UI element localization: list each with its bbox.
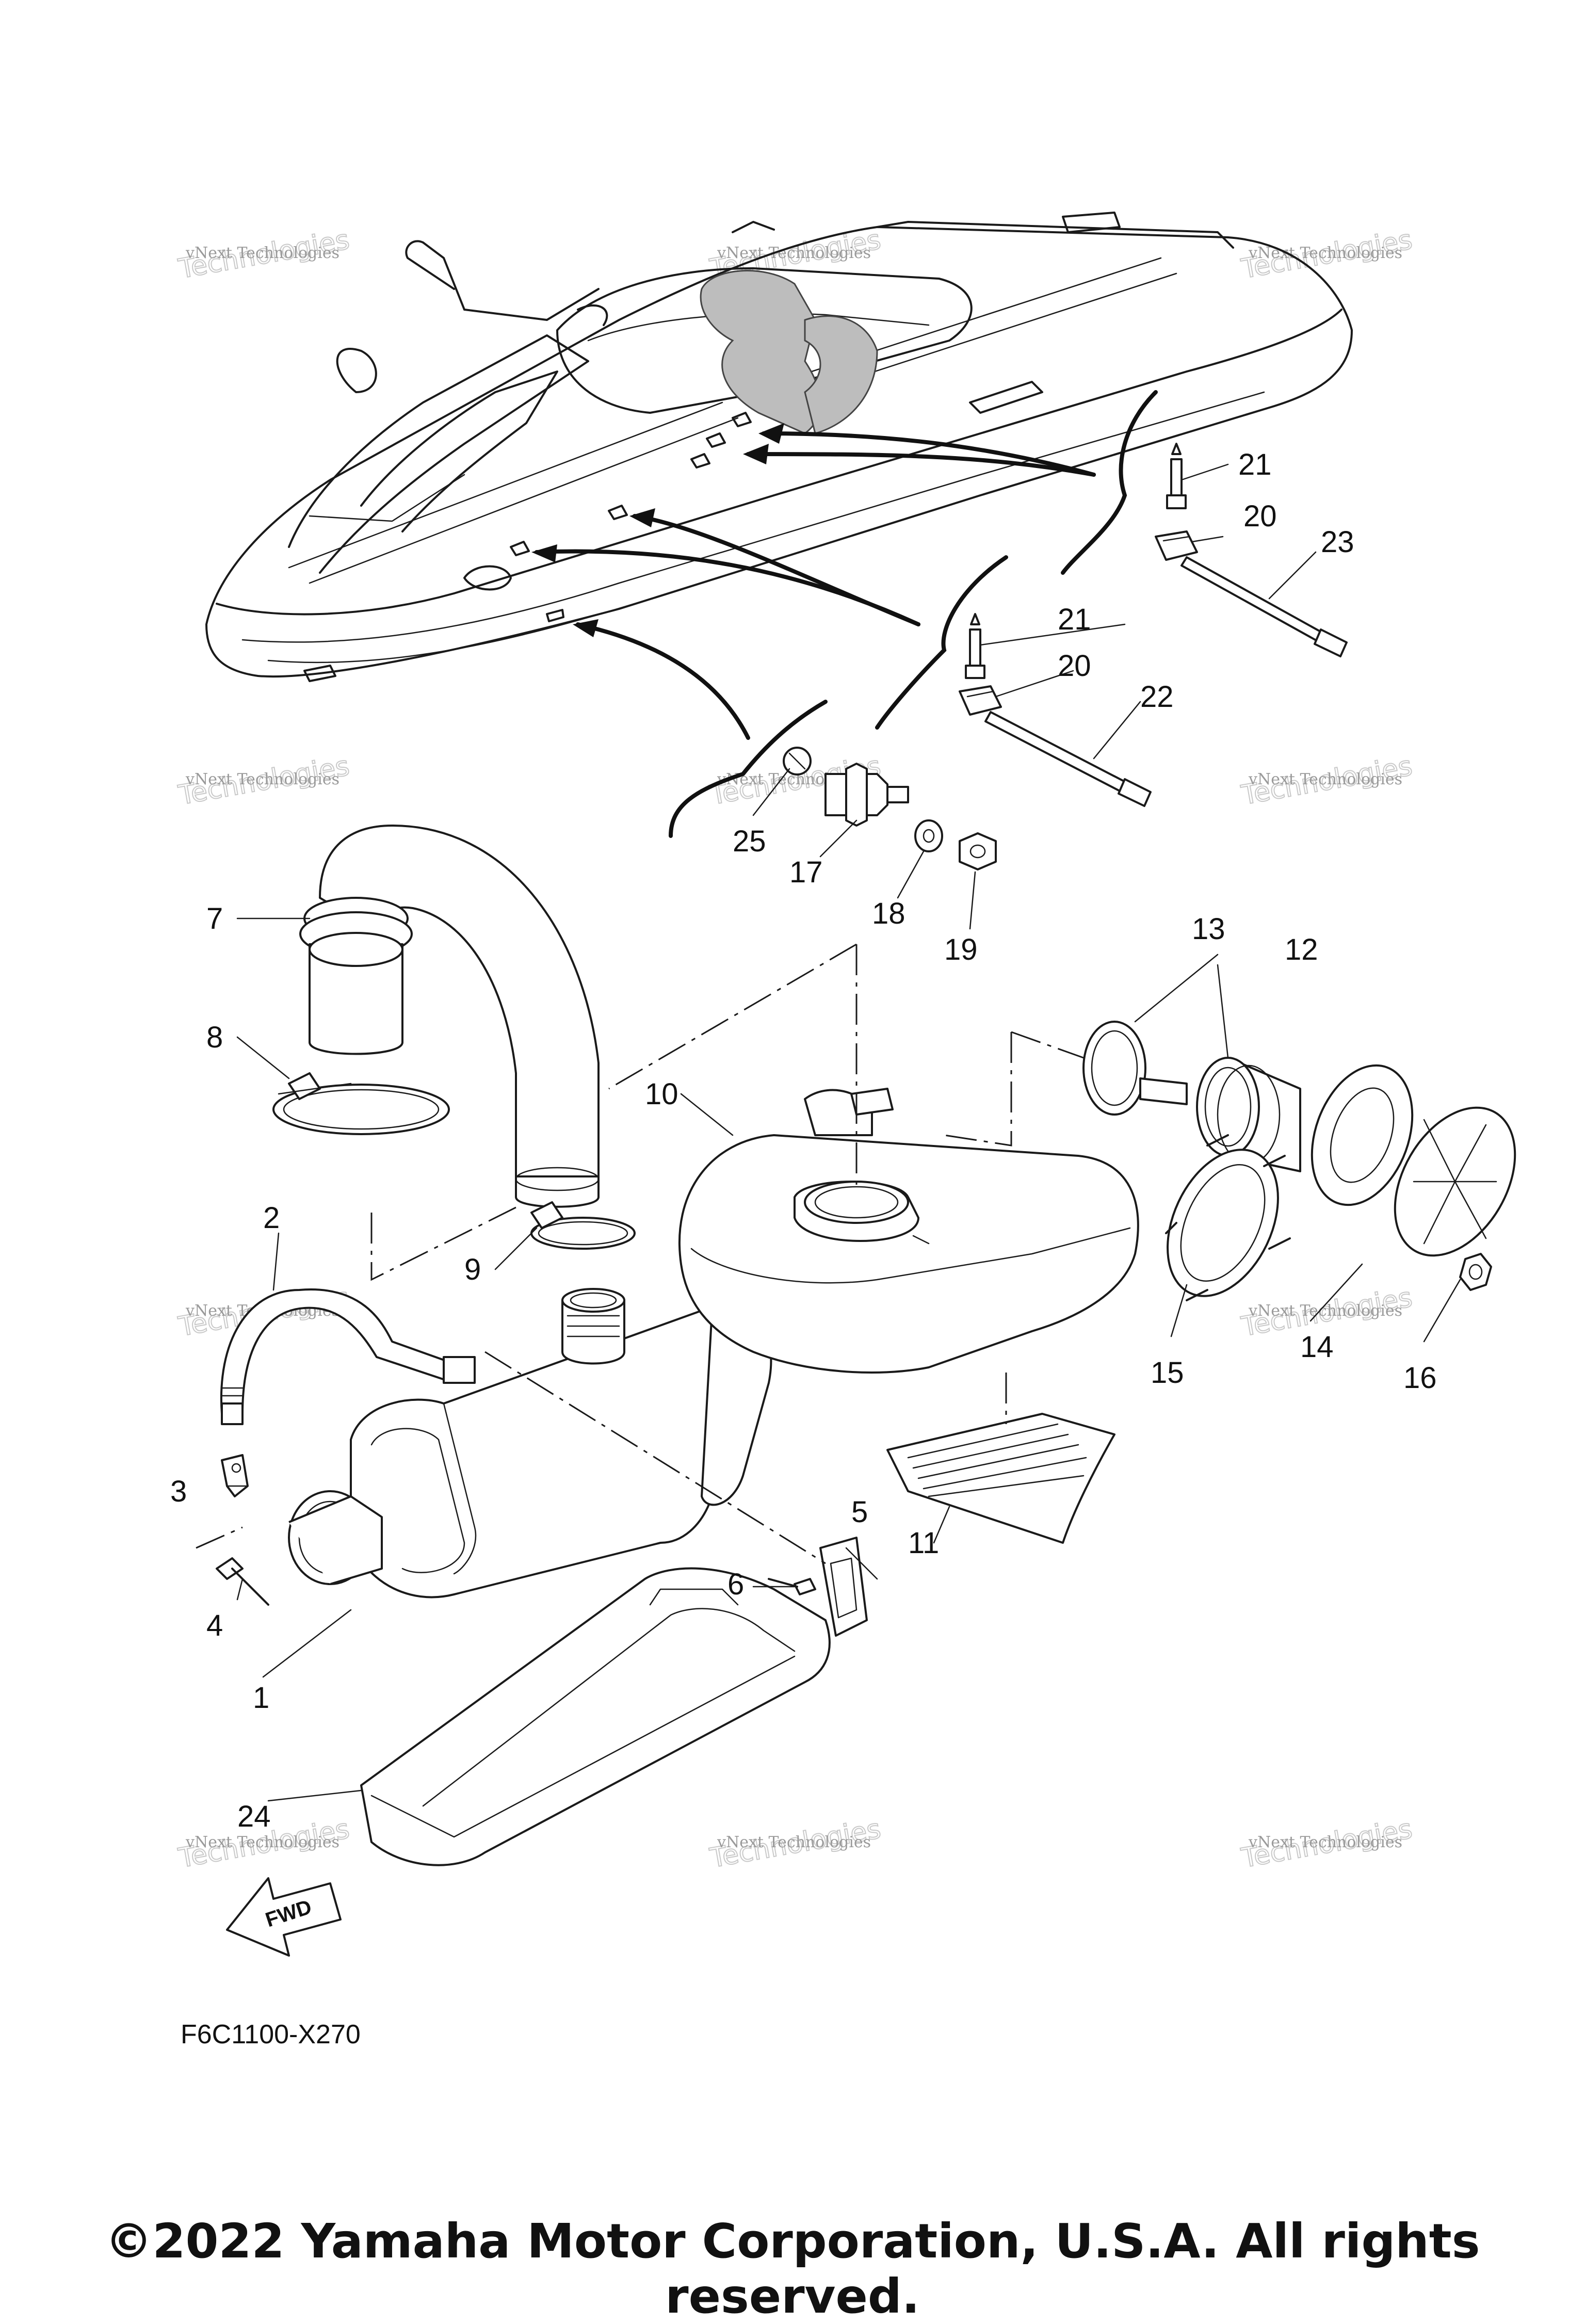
callout-20-upper: 20	[1243, 499, 1277, 533]
callout-19: 19	[944, 933, 978, 966]
tie-group-upper	[1155, 443, 1348, 657]
plate-15	[1165, 1134, 1291, 1301]
nut-16	[1459, 1253, 1492, 1291]
copyright-notice: ©2022 Yamaha Motor Corporation, U.S.A. A…	[105, 2214, 1480, 2324]
callout-24: 24	[237, 1800, 271, 1833]
water-lock-1	[288, 1288, 772, 1599]
callout-5: 5	[851, 1495, 868, 1529]
nut-19	[959, 832, 997, 870]
watermark: Technologies vNext Technologies	[707, 1813, 883, 1875]
bolt-6	[768, 1578, 816, 1595]
tie-group-lower	[959, 613, 1152, 807]
callout-8: 8	[206, 1021, 223, 1054]
hull-liner-24	[360, 1567, 831, 1866]
watermark: Technologies vNext Technologies	[175, 750, 352, 812]
callout-12: 12	[1285, 933, 1318, 966]
watermark: Technologies vNext Technologies	[1238, 224, 1415, 285]
svg-text:vNext Technologies: vNext Technologies	[1248, 770, 1402, 788]
bracket-5	[819, 1537, 868, 1637]
rivet-21-upper	[1170, 458, 1183, 496]
center-lines	[196, 943, 1084, 1564]
callout-15: 15	[1151, 1356, 1184, 1390]
callout-16: 16	[1403, 1361, 1437, 1395]
bolt-4	[216, 1557, 269, 1606]
tie-22	[984, 711, 1131, 795]
hose-12	[1196, 1057, 1301, 1172]
holder-20-upper	[1155, 530, 1198, 561]
callout-21-lower: 21	[1058, 603, 1091, 636]
callout-labels: 1 2 3 4 5 6 7 8 9 10 11 12 13 14 15 16 1…	[170, 448, 1437, 1833]
rivet-21-lower	[969, 628, 981, 667]
holder-20-lower	[959, 685, 1002, 716]
diagram-code: F6C1100-X270	[181, 2020, 361, 2049]
watermark: Technologies vNext Technologies	[1238, 750, 1415, 812]
callout-20-lower: 20	[1058, 649, 1091, 683]
callout-10: 10	[645, 1077, 678, 1111]
pad-11	[886, 1413, 1115, 1544]
callout-3: 3	[170, 1475, 187, 1508]
drain-plug-group	[783, 747, 997, 870]
svg-text:vNext Technologies: vNext Technologies	[185, 770, 339, 788]
svg-text:vNext Technologies: vNext Technologies	[1248, 1833, 1402, 1851]
callout-18: 18	[872, 897, 905, 930]
resonator-10	[678, 1088, 1139, 1374]
callout-6: 6	[727, 1568, 744, 1601]
callout-21-upper: 21	[1238, 448, 1272, 481]
callout-14: 14	[1300, 1330, 1334, 1364]
callout-25: 25	[733, 825, 766, 858]
callout-2: 2	[263, 1201, 280, 1235]
callout-17: 17	[789, 856, 823, 889]
exhaust-hose-7	[299, 825, 600, 1208]
watercraft-hull	[205, 212, 1353, 682]
tie-23	[1180, 556, 1327, 644]
hose-clamp-8	[272, 1072, 450, 1135]
hose-clamp-13	[1082, 1021, 1188, 1116]
fwd-arrow-icon: FWD	[226, 1877, 342, 1957]
washer-18	[914, 819, 943, 852]
svg-text:vNext Technologies: vNext Technologies	[717, 1833, 871, 1851]
band-2	[220, 1288, 476, 1425]
bracket-3	[221, 1454, 249, 1497]
callout-4: 4	[206, 1609, 223, 1642]
cover-plate	[1394, 1106, 1516, 1257]
pointer-arrows	[531, 390, 1158, 838]
gasket-14	[1311, 1064, 1414, 1206]
svg-text:vNext Technologies: vNext Technologies	[185, 1833, 339, 1851]
callout-11: 11	[908, 1526, 939, 1560]
watermark: Technologies vNext Technologies	[1238, 1813, 1415, 1875]
callout-7: 7	[206, 902, 223, 935]
hose-clamp-9	[530, 1201, 636, 1250]
callout-23: 23	[1321, 525, 1354, 559]
callout-22: 22	[1140, 680, 1174, 714]
leader-lines	[226, 463, 1461, 1802]
svg-text:vNext Technologies: vNext Technologies	[185, 244, 339, 262]
watermark: Technologies vNext Technologies	[175, 224, 352, 285]
callout-9: 9	[464, 1253, 481, 1286]
callout-13: 13	[1192, 912, 1225, 946]
callout-1: 1	[253, 1681, 269, 1715]
